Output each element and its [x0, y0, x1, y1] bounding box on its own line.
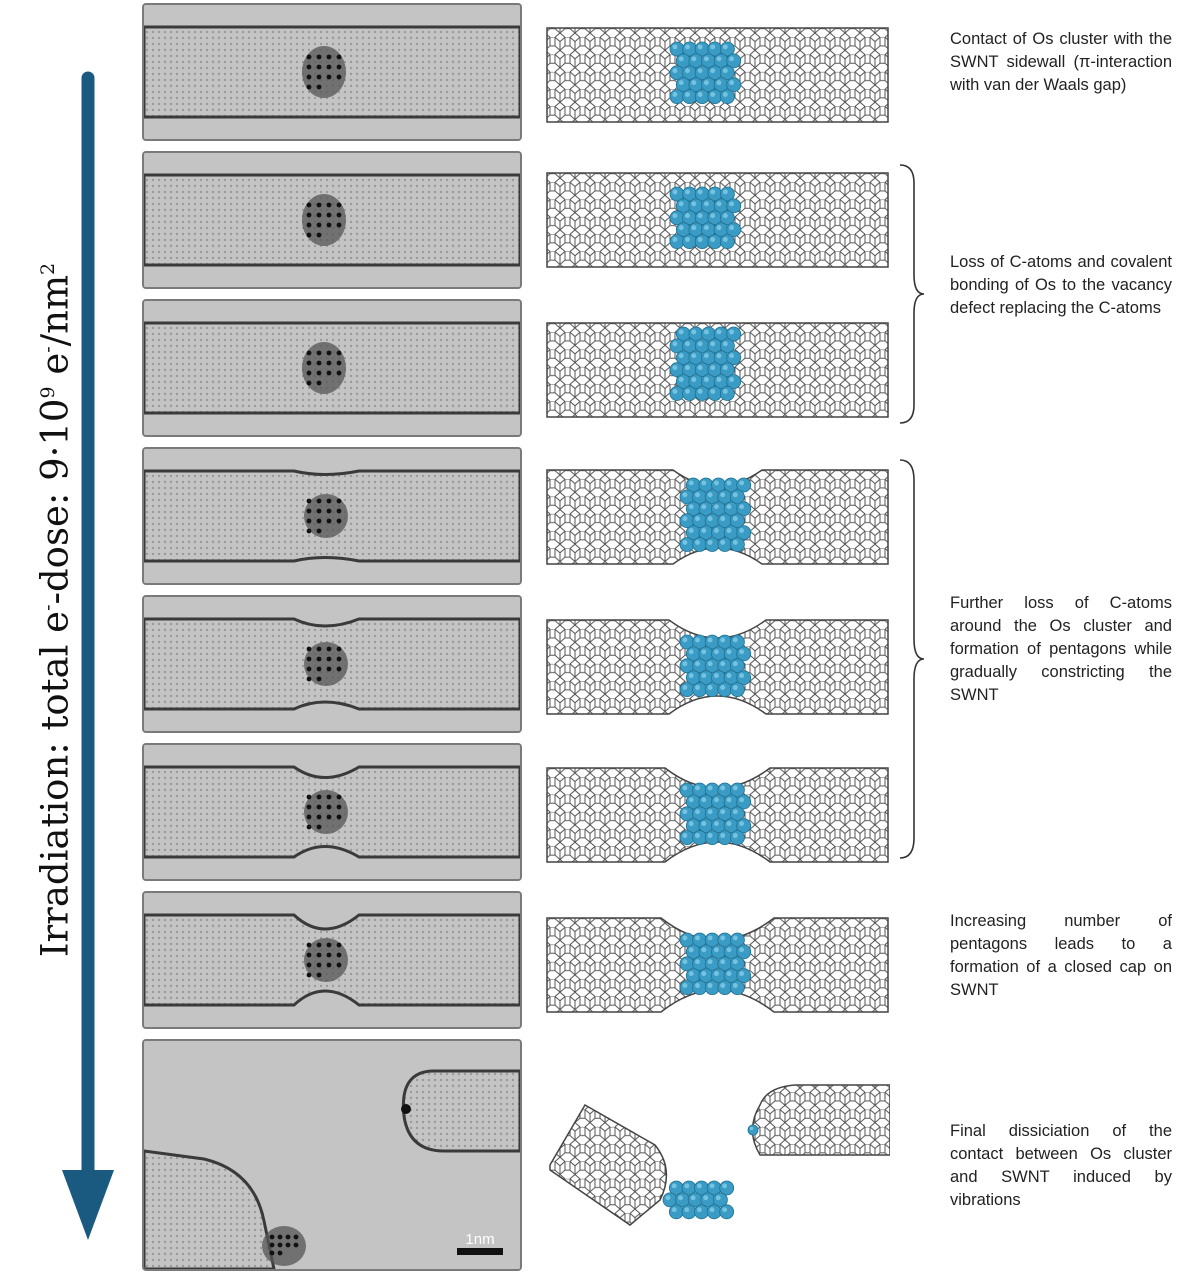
- model-7: [545, 910, 890, 1020]
- model-2: [545, 165, 890, 275]
- axis-label: Irradiation: total e--dose: 9·109 e-/nm2: [33, 262, 77, 958]
- dose-arrow: [62, 71, 114, 1240]
- brace-stages-2-3: [899, 164, 925, 424]
- tem-panel-4: [142, 447, 522, 585]
- tem-panel-7: [142, 891, 522, 1029]
- tem-panel-1: [142, 3, 522, 141]
- description-stages-4-6: Further loss of C-atoms around the Os cl…: [950, 594, 1172, 704]
- tem-panel-2: [142, 151, 522, 289]
- brace-stages-4-6: [899, 459, 925, 859]
- tem-panel-5: [142, 595, 522, 733]
- model-6: [545, 760, 890, 870]
- scale-bar: 1nm: [456, 1231, 504, 1258]
- tem-panel-8: [142, 1039, 522, 1271]
- scale-bar-label: 1nm: [465, 1231, 495, 1248]
- model-1: [545, 20, 890, 130]
- tem-panel-6: [142, 743, 522, 881]
- model-4: [545, 462, 890, 572]
- description-stage-8: Final dissiciation of the contact betwee…: [950, 1122, 1172, 1209]
- description-stage-7: Increasing number of pentagons leads to …: [950, 912, 1172, 999]
- description-stages-2-3: Loss of C-atoms and covalent bonding of …: [950, 253, 1172, 317]
- model-3: [545, 315, 890, 425]
- tem-panel-3: [142, 299, 522, 437]
- description-stage-1: Contact of Os cluster with the SWNT side…: [950, 30, 1172, 94]
- model-5: [545, 612, 890, 722]
- model-8: [545, 1075, 890, 1235]
